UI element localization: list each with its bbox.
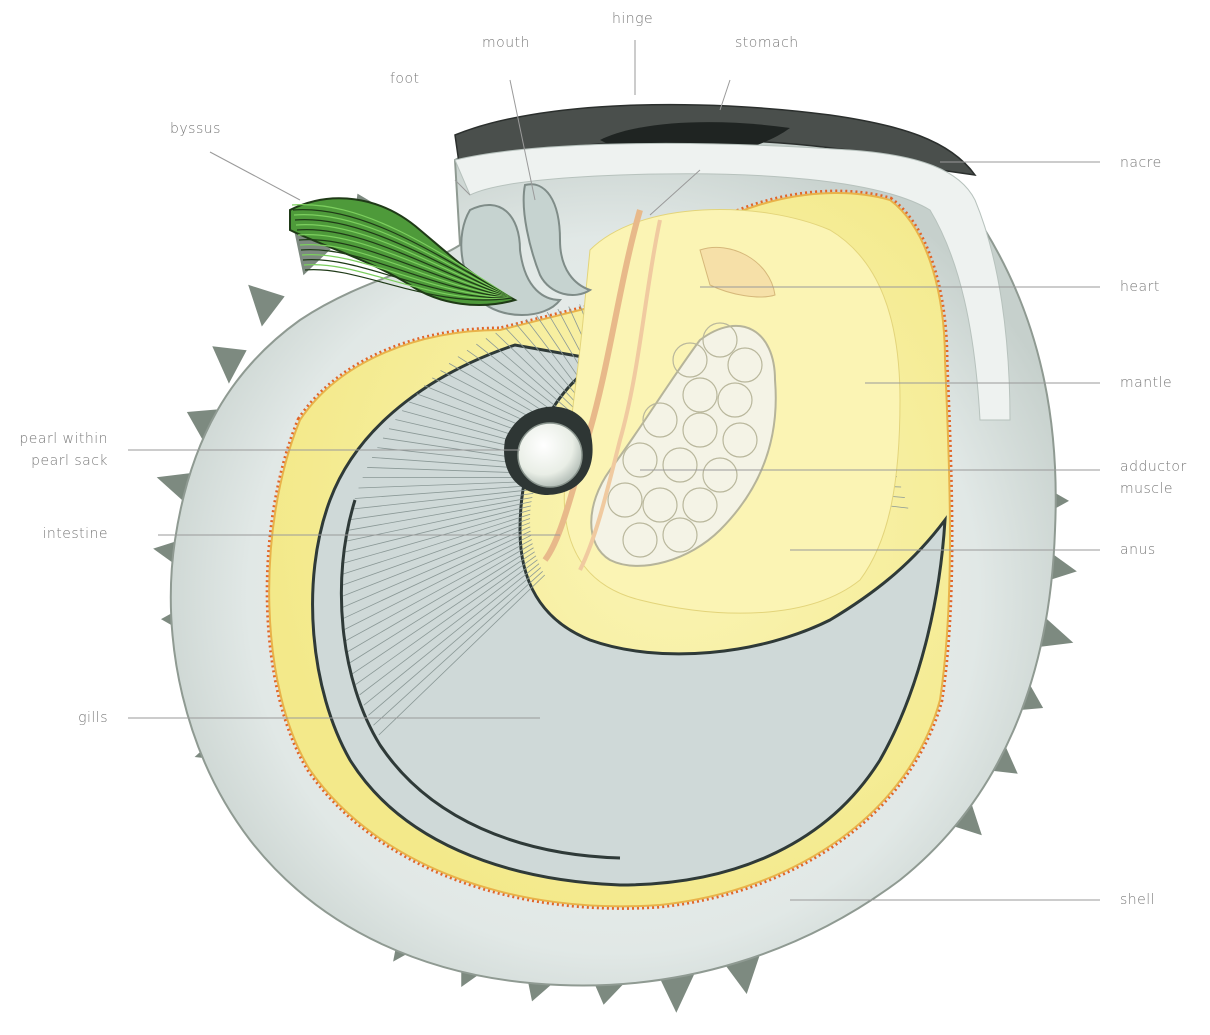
label-byssus: byssus — [170, 120, 221, 139]
label-stomach: stomach — [735, 34, 799, 53]
label-adductor-line1: adductor — [1120, 458, 1187, 477]
label-gills: gills — [5, 709, 108, 728]
label-pearl-line2: pearl sack — [5, 452, 108, 471]
label-foot: foot — [390, 70, 420, 89]
label-hinge: hinge — [612, 10, 653, 29]
shell-spine — [248, 285, 285, 327]
label-shell: shell — [1120, 891, 1155, 910]
label-heart: heart — [1120, 278, 1160, 297]
label-nacre: nacre — [1120, 154, 1162, 173]
label-adductor-line2: muscle — [1120, 480, 1173, 499]
label-pearl-line1: pearl within — [5, 430, 108, 449]
label-mantle: mantle — [1120, 374, 1172, 393]
label-mouth: mouth — [482, 34, 530, 53]
label-intestine: intestine — [5, 525, 108, 544]
pearl — [518, 423, 582, 487]
label-anus: anus — [1120, 541, 1156, 560]
